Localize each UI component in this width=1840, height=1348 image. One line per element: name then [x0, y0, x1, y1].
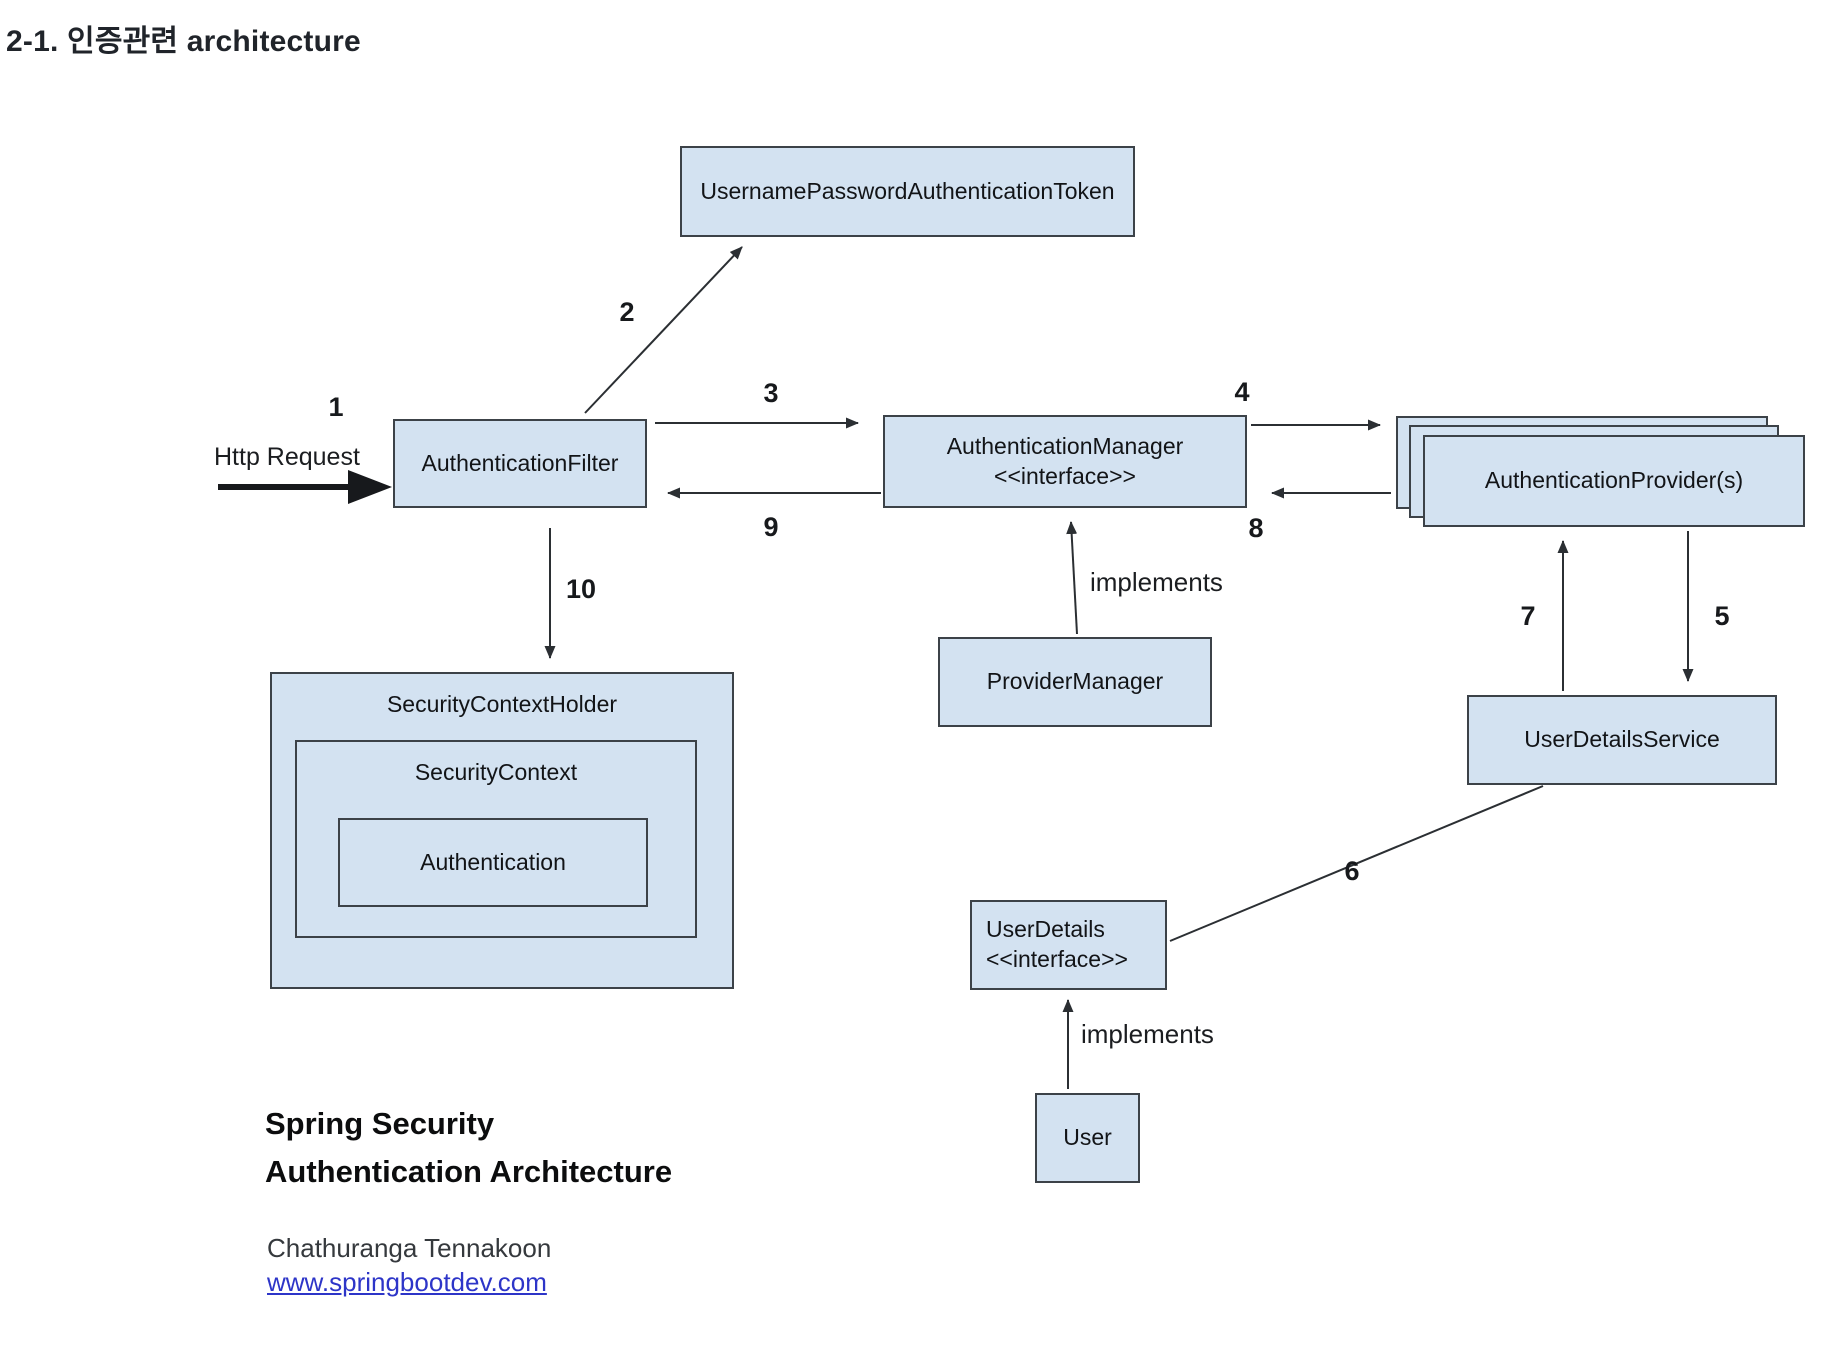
edge-http-request-arrowhead	[348, 470, 392, 504]
edge-step-6	[1169, 785, 1544, 942]
node-label: SecurityContextHolder	[386, 691, 618, 717]
node-user-details: UserDetails <<interface>>	[970, 900, 1167, 990]
node-label: UsernamePasswordAuthenticationToken	[700, 177, 1115, 204]
node-label: SecurityContext	[414, 759, 578, 785]
author-name: Chathuranga Tennakoon	[267, 1233, 552, 1263]
implements-label-user: implements	[1081, 1019, 1214, 1049]
step-label-5: 5	[1714, 601, 1730, 631]
node-stereotype: <<interface>>	[986, 946, 1128, 972]
http-request-label: Http Request	[214, 443, 360, 471]
node-authentication-provider: AuthenticationProvider(s)	[1423, 435, 1805, 527]
node-user-details-service: UserDetailsService	[1467, 695, 1777, 785]
node-authentication-filter: AuthenticationFilter	[393, 419, 647, 508]
node-label: ProviderManager	[986, 668, 1164, 695]
step-label-6: 6	[1344, 856, 1360, 886]
implements-label-provider-manager: implements	[1090, 567, 1223, 597]
node-label: AuthenticationManager	[946, 432, 1184, 459]
step-label-3: 3	[763, 378, 779, 408]
edge-implements-provider-manager	[1066, 521, 1078, 635]
step-label-9: 9	[763, 512, 779, 542]
step-label-8: 8	[1248, 513, 1264, 543]
node-label: AuthenticationProvider(s)	[1484, 467, 1744, 494]
caption-line-1: Spring Security	[265, 1106, 495, 1141]
node-label: UserDetailsService	[1524, 726, 1720, 753]
node-authentication-manager: AuthenticationManager <<interface>>	[883, 415, 1247, 508]
step-label-1: 1	[328, 392, 344, 422]
website-link[interactable]: www.springbootdev.com	[267, 1267, 547, 1297]
caption-line-2: Authentication Architecture	[265, 1154, 673, 1190]
node-label: User	[1063, 1124, 1112, 1151]
page-title: 2-1. 인증관련 architecture	[6, 25, 361, 58]
step-label-2: 2	[619, 297, 635, 327]
step-label-4: 4	[1234, 377, 1250, 407]
node-authentication: Authentication	[338, 818, 648, 907]
node-label: UserDetails	[986, 916, 1105, 943]
node-label: Authentication	[420, 848, 566, 875]
node-label: AuthenticationFilter	[421, 449, 619, 476]
node-provider-manager: ProviderManager	[938, 637, 1212, 727]
diagram-caption: Spring Security Authentication Architect…	[265, 1100, 672, 1196]
step-label-10: 10	[565, 574, 597, 604]
edge-step-2	[584, 246, 743, 414]
step-label-7: 7	[1520, 601, 1536, 631]
node-user: User	[1035, 1093, 1140, 1183]
node-stereotype: <<interface>>	[994, 462, 1136, 489]
node-username-password-authentication-token: UsernamePasswordAuthenticationToken	[680, 146, 1135, 237]
